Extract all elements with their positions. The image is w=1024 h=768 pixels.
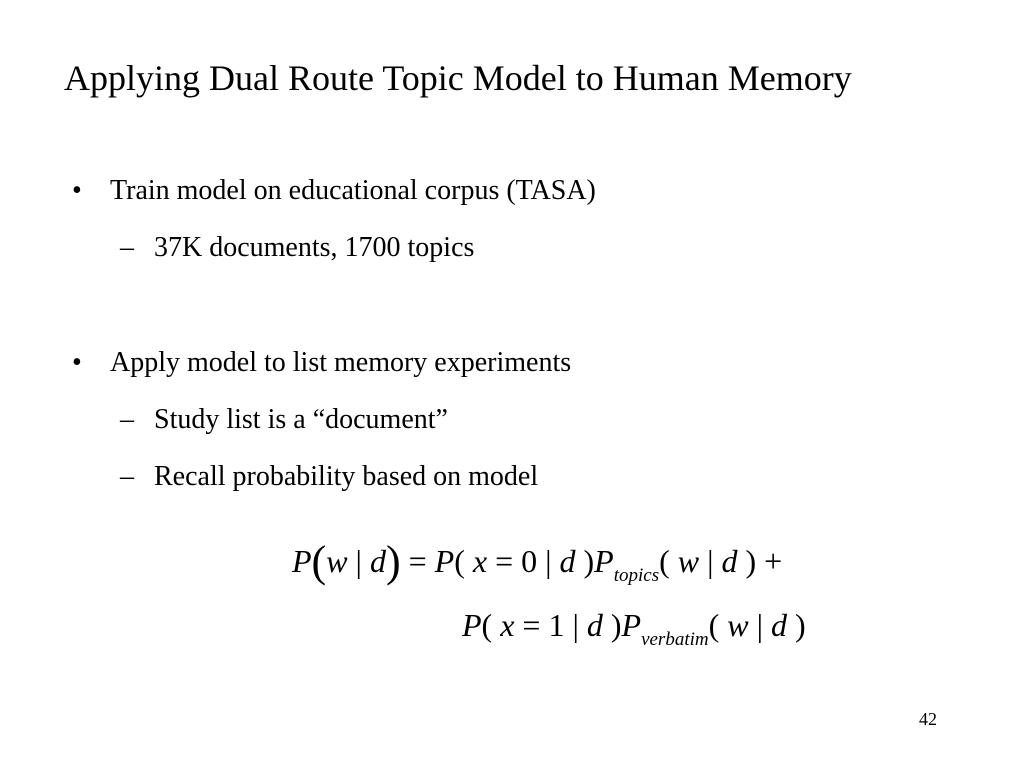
equation-subscript-topics: topics <box>613 565 660 586</box>
sub-bullet-text: Recall probability based on model <box>154 461 539 492</box>
equation-line-2: P( x = 1 | d )Pverbatim( w | d ) <box>462 607 806 650</box>
bullet-text: Train model on educational corpus (TASA) <box>110 175 596 206</box>
equation-line-1: P(w | d) = P( x = 0 | d )Ptopics( w | d … <box>292 537 783 587</box>
bullet-marker: • <box>72 347 82 378</box>
sub-bullet-text: 37K documents, 1700 topics <box>154 232 475 263</box>
sub-bullet-item: – Recall probability based on model <box>120 460 539 494</box>
sub-bullet-item: – 37K documents, 1700 topics <box>120 231 475 265</box>
bullet-item: • Apply model to list memory experiments <box>72 346 572 380</box>
sub-bullet-marker: – <box>120 232 134 263</box>
bullet-text: Apply model to list memory experiments <box>110 347 572 378</box>
equation-subscript-verbatim: verbatim <box>641 629 709 650</box>
sub-bullet-marker: – <box>120 461 134 492</box>
sub-bullet-item: – Study list is a “document” <box>120 403 448 437</box>
page-number: 42 <box>919 709 937 729</box>
sub-bullet-marker: – <box>120 404 134 435</box>
bullet-marker: • <box>72 175 82 206</box>
sub-bullet-text: Study list is a “document” <box>154 404 448 435</box>
slide-title: Applying Dual Route Topic Model to Human… <box>64 58 852 98</box>
bullet-item: • Train model on educational corpus (TAS… <box>72 174 596 208</box>
